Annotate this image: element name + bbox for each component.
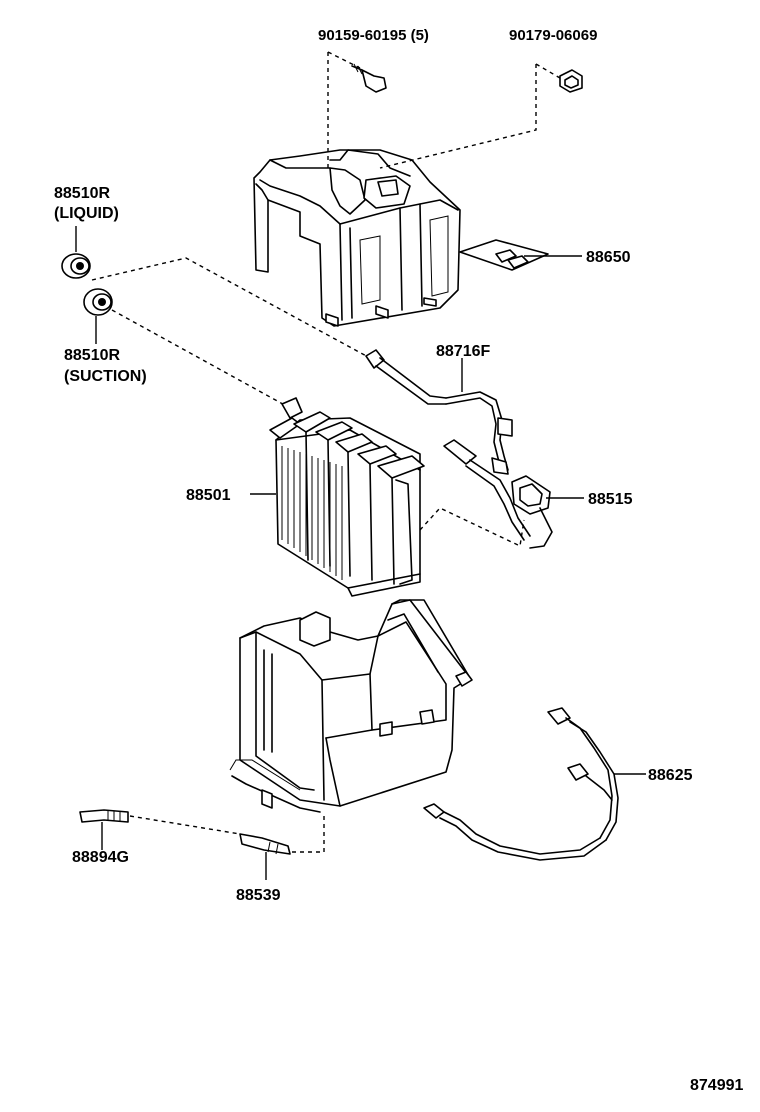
plug-liquid[interactable] xyxy=(61,253,91,279)
callout-drain-joint: 88539 xyxy=(236,887,281,904)
callout-drain-hose: 88894G xyxy=(72,849,129,866)
callout-nut-top: 90179-06069 xyxy=(509,27,597,44)
nut-90179[interactable] xyxy=(559,69,583,93)
bolt-90159[interactable] xyxy=(351,63,387,93)
callout-bolt-top: 90159-60195 (5) xyxy=(318,27,429,44)
callout-plug-liquid-number: 88510R xyxy=(54,185,110,202)
callout-tube-sensor: 88716F xyxy=(436,343,490,360)
upper-case[interactable] xyxy=(253,149,461,327)
drain-hose-88894G[interactable] xyxy=(79,809,129,823)
tube-sensor-88716F[interactable] xyxy=(365,349,513,475)
drain-joint-88539[interactable] xyxy=(239,833,291,855)
callout-plug-suction-note: (SUCTION) xyxy=(64,368,147,385)
callout-thermistor: 88515 xyxy=(588,491,633,508)
evaporator-core[interactable] xyxy=(269,397,425,597)
callout-bracket: 88650 xyxy=(586,249,631,266)
callout-plug-suction-number: 88510R xyxy=(64,347,120,364)
callout-plug-liquid-note: (LIQUID) xyxy=(54,205,119,222)
diagram-code: 874991 xyxy=(690,1077,743,1094)
plug-suction[interactable] xyxy=(83,288,113,316)
lower-case[interactable] xyxy=(229,599,473,813)
thermistor-88515[interactable] xyxy=(443,439,553,549)
bracket-88650[interactable] xyxy=(459,239,549,271)
callout-wire-harness: 88625 xyxy=(648,767,693,784)
wire-harness-88625[interactable] xyxy=(423,707,619,861)
callout-evaporator: 88501 xyxy=(186,487,231,504)
